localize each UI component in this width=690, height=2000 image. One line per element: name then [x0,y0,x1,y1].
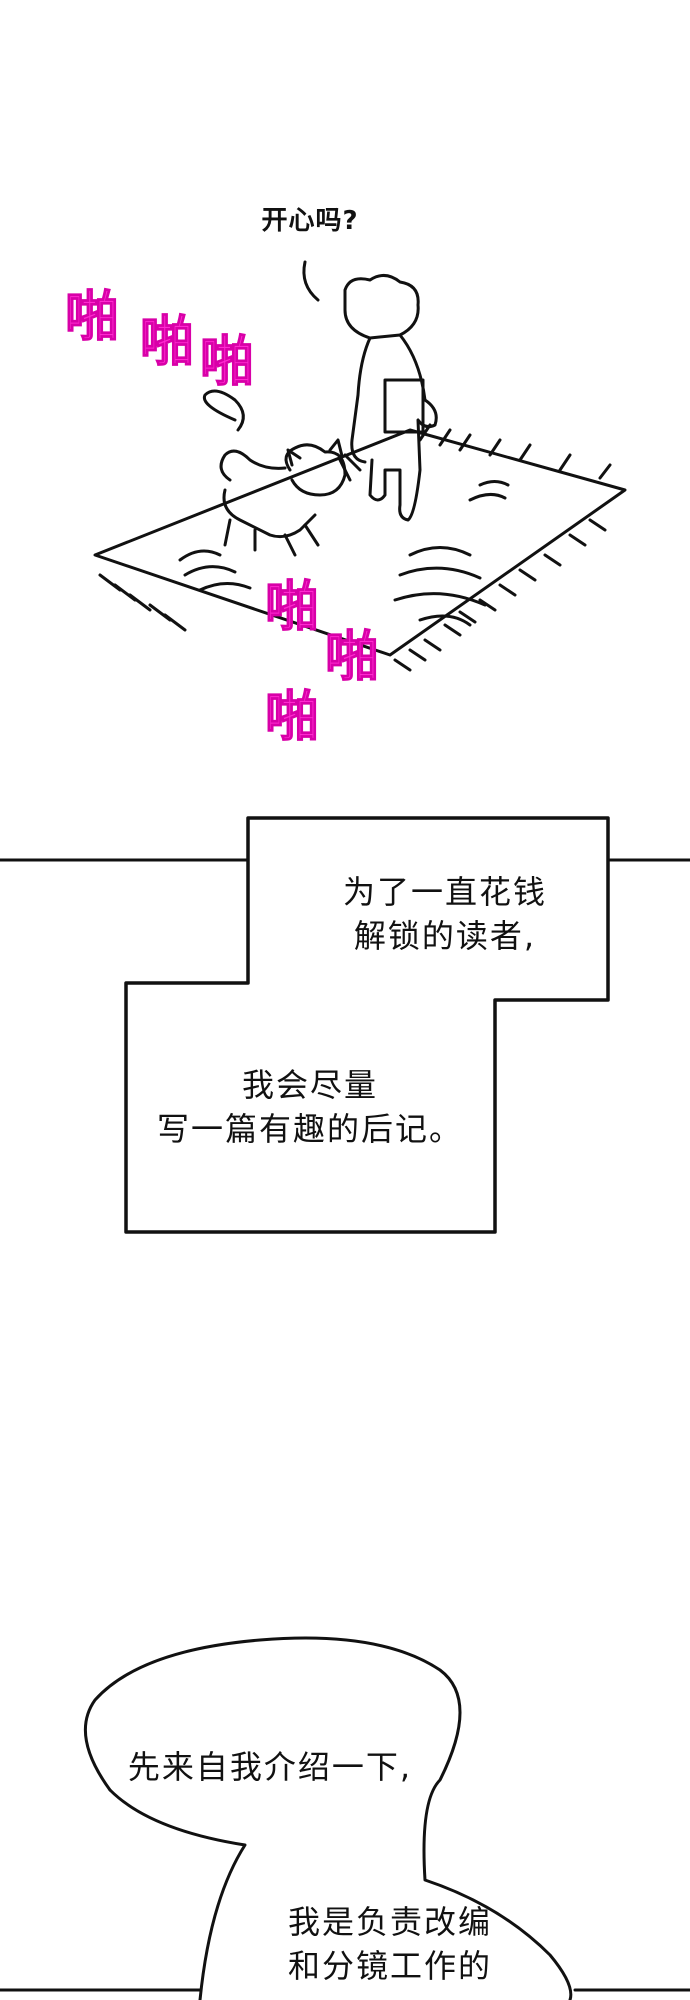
person-book [383,378,425,434]
cat-ears [286,438,344,467]
caption-bottom-line-1: 我会尽量 [241,1066,378,1104]
rug [93,428,627,657]
cat-belly [222,488,317,539]
bubble-text-role-line-2: 和分镜工作的 [287,1947,492,1985]
person-hair [343,274,420,340]
bubble-text-role-line-1: 我是负责改编 [287,1903,492,1941]
sfx-pa-3: 啪 [200,330,256,393]
cat-tail [202,389,245,432]
bubble-outline-right [83,1636,573,2000]
sfx-pa-6: 啪 [265,685,321,748]
sfx-pa-4: 啪 [265,575,321,638]
bubble-outline-left [108,1788,247,2000]
rug-fringe-left [98,573,187,632]
caption-top: 为了一直花钱 解锁的读者, [300,870,590,958]
rug-fringe-top [418,423,612,480]
caption-bottom: 我会尽量 写一篇有趣的后记。 [140,1063,480,1151]
person-body-left [350,336,372,464]
caption-top-line-1: 为了一直花钱 [342,873,547,911]
cat-legs [223,518,320,557]
sfx-pa-2: 啪 [140,310,196,373]
cat-head [284,443,347,497]
caption-box-outline [124,816,610,1234]
bubble-text-role: 我是负责改编 和分镜工作的 [250,1900,530,1988]
cat-motion-lines [338,453,362,482]
sfx-pa-5: 啪 [325,625,381,688]
bubble-text-intro: 先来自我介绍一下, [127,1748,413,1786]
person-body-right [368,333,438,522]
sfx-pa-1: 啪 [65,285,121,348]
speech-tail [302,260,320,302]
speech-text-happy: 开心吗? [261,206,359,236]
cat-back [219,449,287,482]
rug-pattern-1 [178,549,252,592]
caption-bottom-line-2: 写一篇有趣的后记。 [156,1110,463,1148]
caption-top-line-2: 解锁的读者, [353,917,537,955]
rug-pattern-3 [468,480,510,502]
rug-pattern-2 [393,546,487,627]
rug-fringe-bottom [393,518,607,672]
